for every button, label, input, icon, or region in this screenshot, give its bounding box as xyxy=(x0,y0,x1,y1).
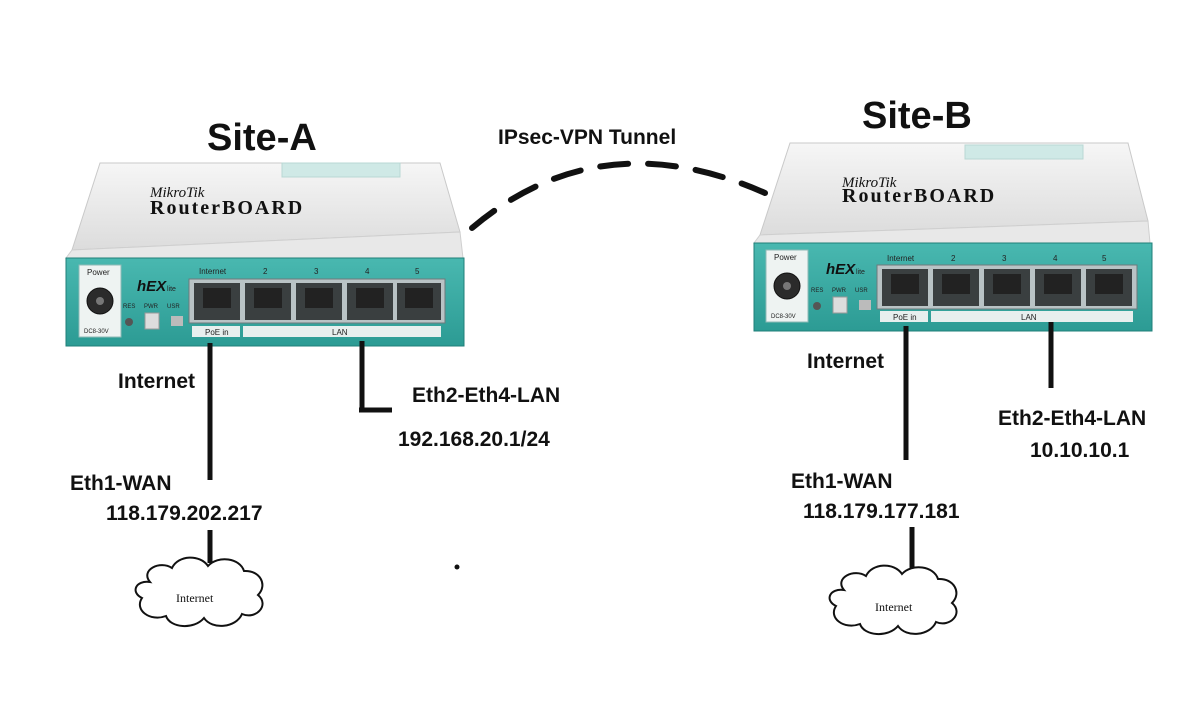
tunnel-label: IPsec-VPN Tunnel xyxy=(498,126,676,149)
power-label: Power xyxy=(774,253,797,262)
usr-led xyxy=(859,300,871,310)
site-a-router: MikroTik RouterBOARD Power DC8-30V hEX l… xyxy=(65,162,465,347)
pwr-led xyxy=(144,312,160,330)
port-label: 2 xyxy=(263,267,268,276)
dc-label: DC8-30V xyxy=(771,314,796,320)
site-a-wan-ip: 118.179.202.217 xyxy=(106,502,263,525)
site-a-wan-port: Eth1-WAN xyxy=(70,472,172,495)
pwr-led xyxy=(832,296,848,314)
res-label: RES xyxy=(123,304,135,310)
port-label: 4 xyxy=(365,267,370,276)
port-label: 2 xyxy=(951,254,956,263)
port-label: Internet xyxy=(199,267,227,276)
site-b-internet-label: Internet xyxy=(807,350,884,373)
router-board-name: RouterBOARD xyxy=(842,185,996,207)
site-a-lan-port: Eth2-Eth4-LAN xyxy=(412,384,560,407)
router-model-suffix: lite xyxy=(167,286,176,293)
poe-label: PoE in xyxy=(893,313,917,322)
router-brand: MikroTik xyxy=(841,175,897,191)
site-b-lan-ip: 10.10.10.1 xyxy=(1030,439,1130,462)
power-label: Power xyxy=(87,268,110,277)
site-a-cloud-label: Internet xyxy=(176,591,214,605)
port-label: Internet xyxy=(887,254,915,263)
site-b-title: Site-B xyxy=(862,95,972,137)
router-model: hEX xyxy=(137,278,167,295)
port-label: 5 xyxy=(1102,254,1107,263)
port-label: 4 xyxy=(1053,254,1058,263)
router-model: hEX xyxy=(826,261,856,278)
site-a-title: Site-A xyxy=(207,117,317,159)
router-board-name: RouterBOARD xyxy=(150,197,304,219)
site-a-internet-cloud xyxy=(134,556,264,627)
site-b-wan-port: Eth1-WAN xyxy=(791,470,893,493)
reset-button xyxy=(813,302,821,310)
res-label: RES xyxy=(811,288,823,294)
site-b-wan-ip: 118.179.177.181 xyxy=(803,500,960,523)
site-b-lan-port: Eth2-Eth4-LAN xyxy=(998,407,1146,430)
poe-label: PoE in xyxy=(205,328,229,337)
router-brand: MikroTik xyxy=(149,185,205,201)
site-a-lan-ip: 192.168.20.1/24 xyxy=(398,428,550,451)
site-b-cloud-label: Internet xyxy=(875,600,913,614)
pwr-label: PWR xyxy=(144,304,159,310)
lan-label: LAN xyxy=(332,328,348,337)
reset-button xyxy=(125,318,133,326)
stray-dot xyxy=(454,564,460,570)
usr-label: USR xyxy=(855,288,868,294)
usr-label: USR xyxy=(167,304,180,310)
port-label: 5 xyxy=(415,267,420,276)
usr-led xyxy=(171,316,183,326)
pwr-label: PWR xyxy=(832,288,847,294)
router-model-suffix: lite xyxy=(856,269,865,276)
lan-label: LAN xyxy=(1021,313,1037,322)
port-label: 3 xyxy=(314,267,319,276)
site-b-router: MikroTik RouterBOARD Power DC8-30V hEX l… xyxy=(753,142,1153,332)
vpn-tunnel-line xyxy=(469,160,768,231)
site-b-internet-cloud xyxy=(828,564,958,635)
dc-label: DC8-30V xyxy=(84,329,109,335)
site-a-internet-label: Internet xyxy=(118,370,195,393)
port-label: 3 xyxy=(1002,254,1007,263)
